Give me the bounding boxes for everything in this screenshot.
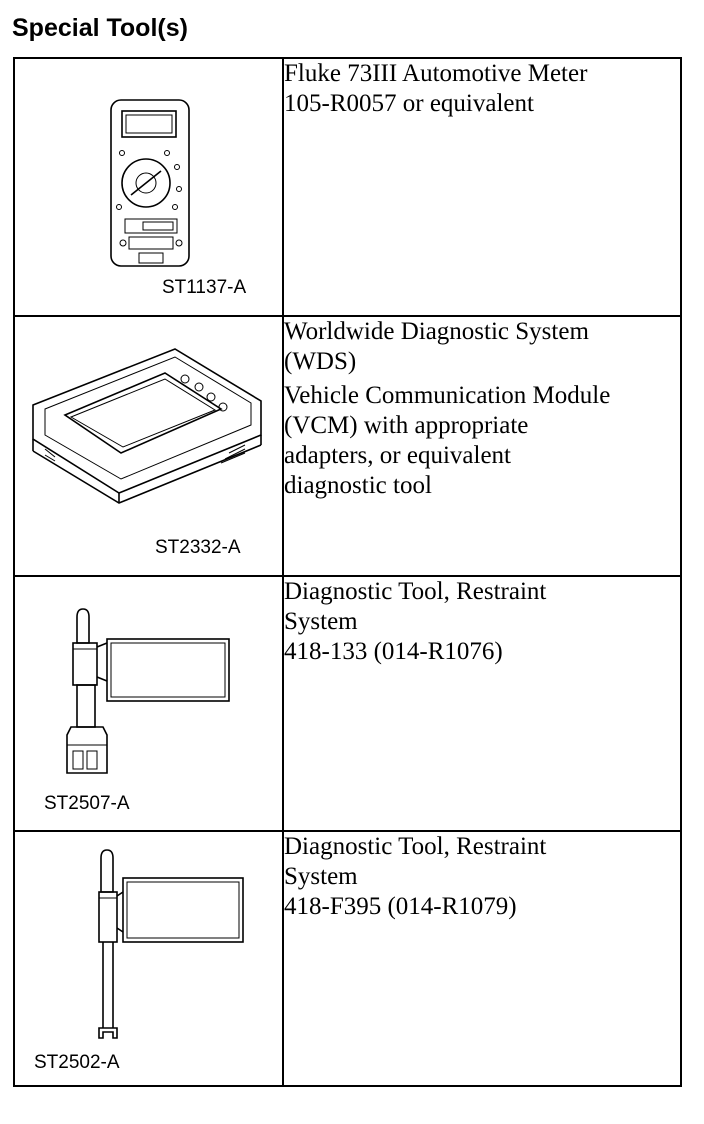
tool-description: Diagnostic Tool, Restraint System 418-13… <box>282 575 682 832</box>
table-row: ST2502-A Diagnostic Tool, Restraint Syst… <box>13 830 682 1087</box>
tool-description: Fluke 73III Automotive Meter 105-R0057 o… <box>282 57 682 317</box>
table-row: ST2507-A Diagnostic Tool, Restraint Syst… <box>13 575 682 832</box>
tool-illustration-cell: ST2502-A <box>13 830 284 1087</box>
restraint-tool-fork-icon <box>98 849 244 1039</box>
description-line: Worldwide Diagnostic System (WDS) <box>284 318 589 375</box>
table-row: ST1137-A Fluke 73III Automotive Meter 10… <box>13 57 682 317</box>
description-line: Diagnostic Tool, Restraint System 418-13… <box>284 578 547 665</box>
tool-code: ST2332-A <box>155 537 241 558</box>
diagnostic-tablet-icon <box>32 348 262 504</box>
tool-code: ST2507-A <box>44 793 130 814</box>
table-row: ST2332-A Worldwide Diagnostic System (WD… <box>13 315 682 577</box>
tool-description: Diagnostic Tool, Restraint System 418-F3… <box>282 830 682 1087</box>
tool-illustration-cell: ST2507-A <box>13 575 284 832</box>
page-title: Special Tool(s) <box>12 14 188 42</box>
description-line: Fluke 73III Automotive Meter 105-R0057 o… <box>284 60 588 117</box>
tool-illustration-cell: ST2332-A <box>13 315 284 577</box>
restraint-tool-connector-icon <box>66 608 230 774</box>
tool-code: ST1137-A <box>162 277 247 298</box>
tool-description: Worldwide Diagnostic System (WDS) Vehicl… <box>282 315 682 577</box>
multimeter-icon <box>110 99 190 267</box>
tool-code: ST2502-A <box>34 1052 120 1073</box>
special-tools-table: ST1137-A Fluke 73III Automotive Meter 10… <box>13 57 682 1087</box>
description-line: Diagnostic Tool, Restraint System 418-F3… <box>284 833 547 920</box>
tool-illustration-cell: ST1137-A <box>13 57 284 317</box>
description-line: Vehicle Communication Module (VCM) with … <box>284 382 611 499</box>
